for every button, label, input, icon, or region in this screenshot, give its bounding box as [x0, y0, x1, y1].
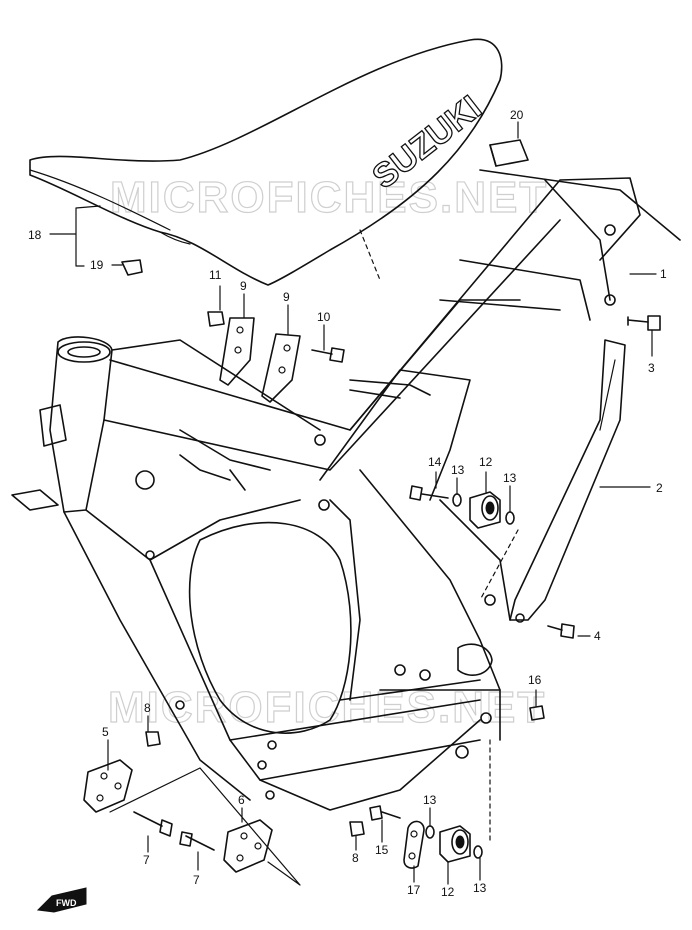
part-17-bracket	[403, 820, 425, 869]
callout-3: 3	[648, 361, 655, 375]
part-7-bolt-a	[133, 811, 173, 837]
part-13-washer-c	[425, 825, 435, 839]
part-9-bracket-left	[219, 317, 255, 386]
part-16-nut	[529, 705, 545, 721]
callout-20: 20	[510, 108, 524, 122]
callout-18: 18	[28, 228, 42, 242]
callout-7b: 7	[193, 873, 200, 887]
callout-6: 6	[238, 793, 245, 807]
callout-13c: 13	[423, 793, 437, 807]
part-11-nut	[207, 311, 225, 327]
callout-9a: 9	[240, 279, 247, 293]
callout-13b: 13	[503, 471, 517, 485]
watermark-top: MICROFICHES.NET	[110, 173, 548, 222]
callout-12b: 12	[441, 885, 455, 899]
part-10-bolt	[311, 347, 345, 363]
part-14-bolt	[409, 485, 449, 501]
part-12-cushion-top	[469, 491, 501, 529]
callout-12a: 12	[479, 455, 493, 469]
callout-1: 1	[660, 267, 667, 281]
part-19-grommet	[121, 259, 143, 276]
callout-9b: 9	[283, 290, 290, 304]
callout-7a: 7	[143, 853, 150, 867]
part-6-engine-plate	[223, 819, 273, 873]
part-13-washer-b	[505, 511, 515, 525]
main-frame	[11, 169, 681, 811]
callout-2: 2	[656, 481, 663, 495]
part-15-bolt	[369, 805, 401, 821]
callout-8a: 8	[144, 701, 151, 715]
part-5-engine-plate	[83, 759, 133, 813]
leader-lines	[49, 121, 657, 886]
seat: SUZUKI	[29, 38, 503, 286]
part-8-nut-bottom	[349, 821, 365, 837]
callout-17: 17	[407, 883, 421, 897]
part-3-bolt	[627, 315, 661, 331]
part-13-washer-d	[473, 845, 483, 859]
callout-5: 5	[102, 725, 109, 739]
fwd-label: FWD	[56, 898, 77, 908]
part-8-nut-top	[145, 731, 161, 747]
callout-15: 15	[375, 843, 389, 857]
callout-4: 4	[594, 629, 601, 643]
part-7-bolt-b	[179, 831, 215, 851]
part-9-bracket-right	[261, 333, 301, 403]
callout-8b: 8	[352, 851, 359, 865]
fwd-arrow-icon: FWD	[36, 887, 87, 913]
callout-11: 11	[209, 268, 222, 282]
part-2-frame-stay	[509, 339, 626, 623]
part-20-cushion	[489, 139, 529, 167]
callout-13d: 13	[473, 881, 487, 895]
part-4-bolt	[547, 623, 575, 639]
callout-16: 16	[528, 673, 542, 687]
callout-13a: 13	[451, 463, 465, 477]
callout-14: 14	[428, 455, 442, 469]
part-12-cushion-bottom	[439, 825, 471, 863]
part-13-washer-a	[452, 493, 462, 507]
callout-19: 19	[90, 258, 104, 272]
callout-10: 10	[317, 310, 331, 324]
